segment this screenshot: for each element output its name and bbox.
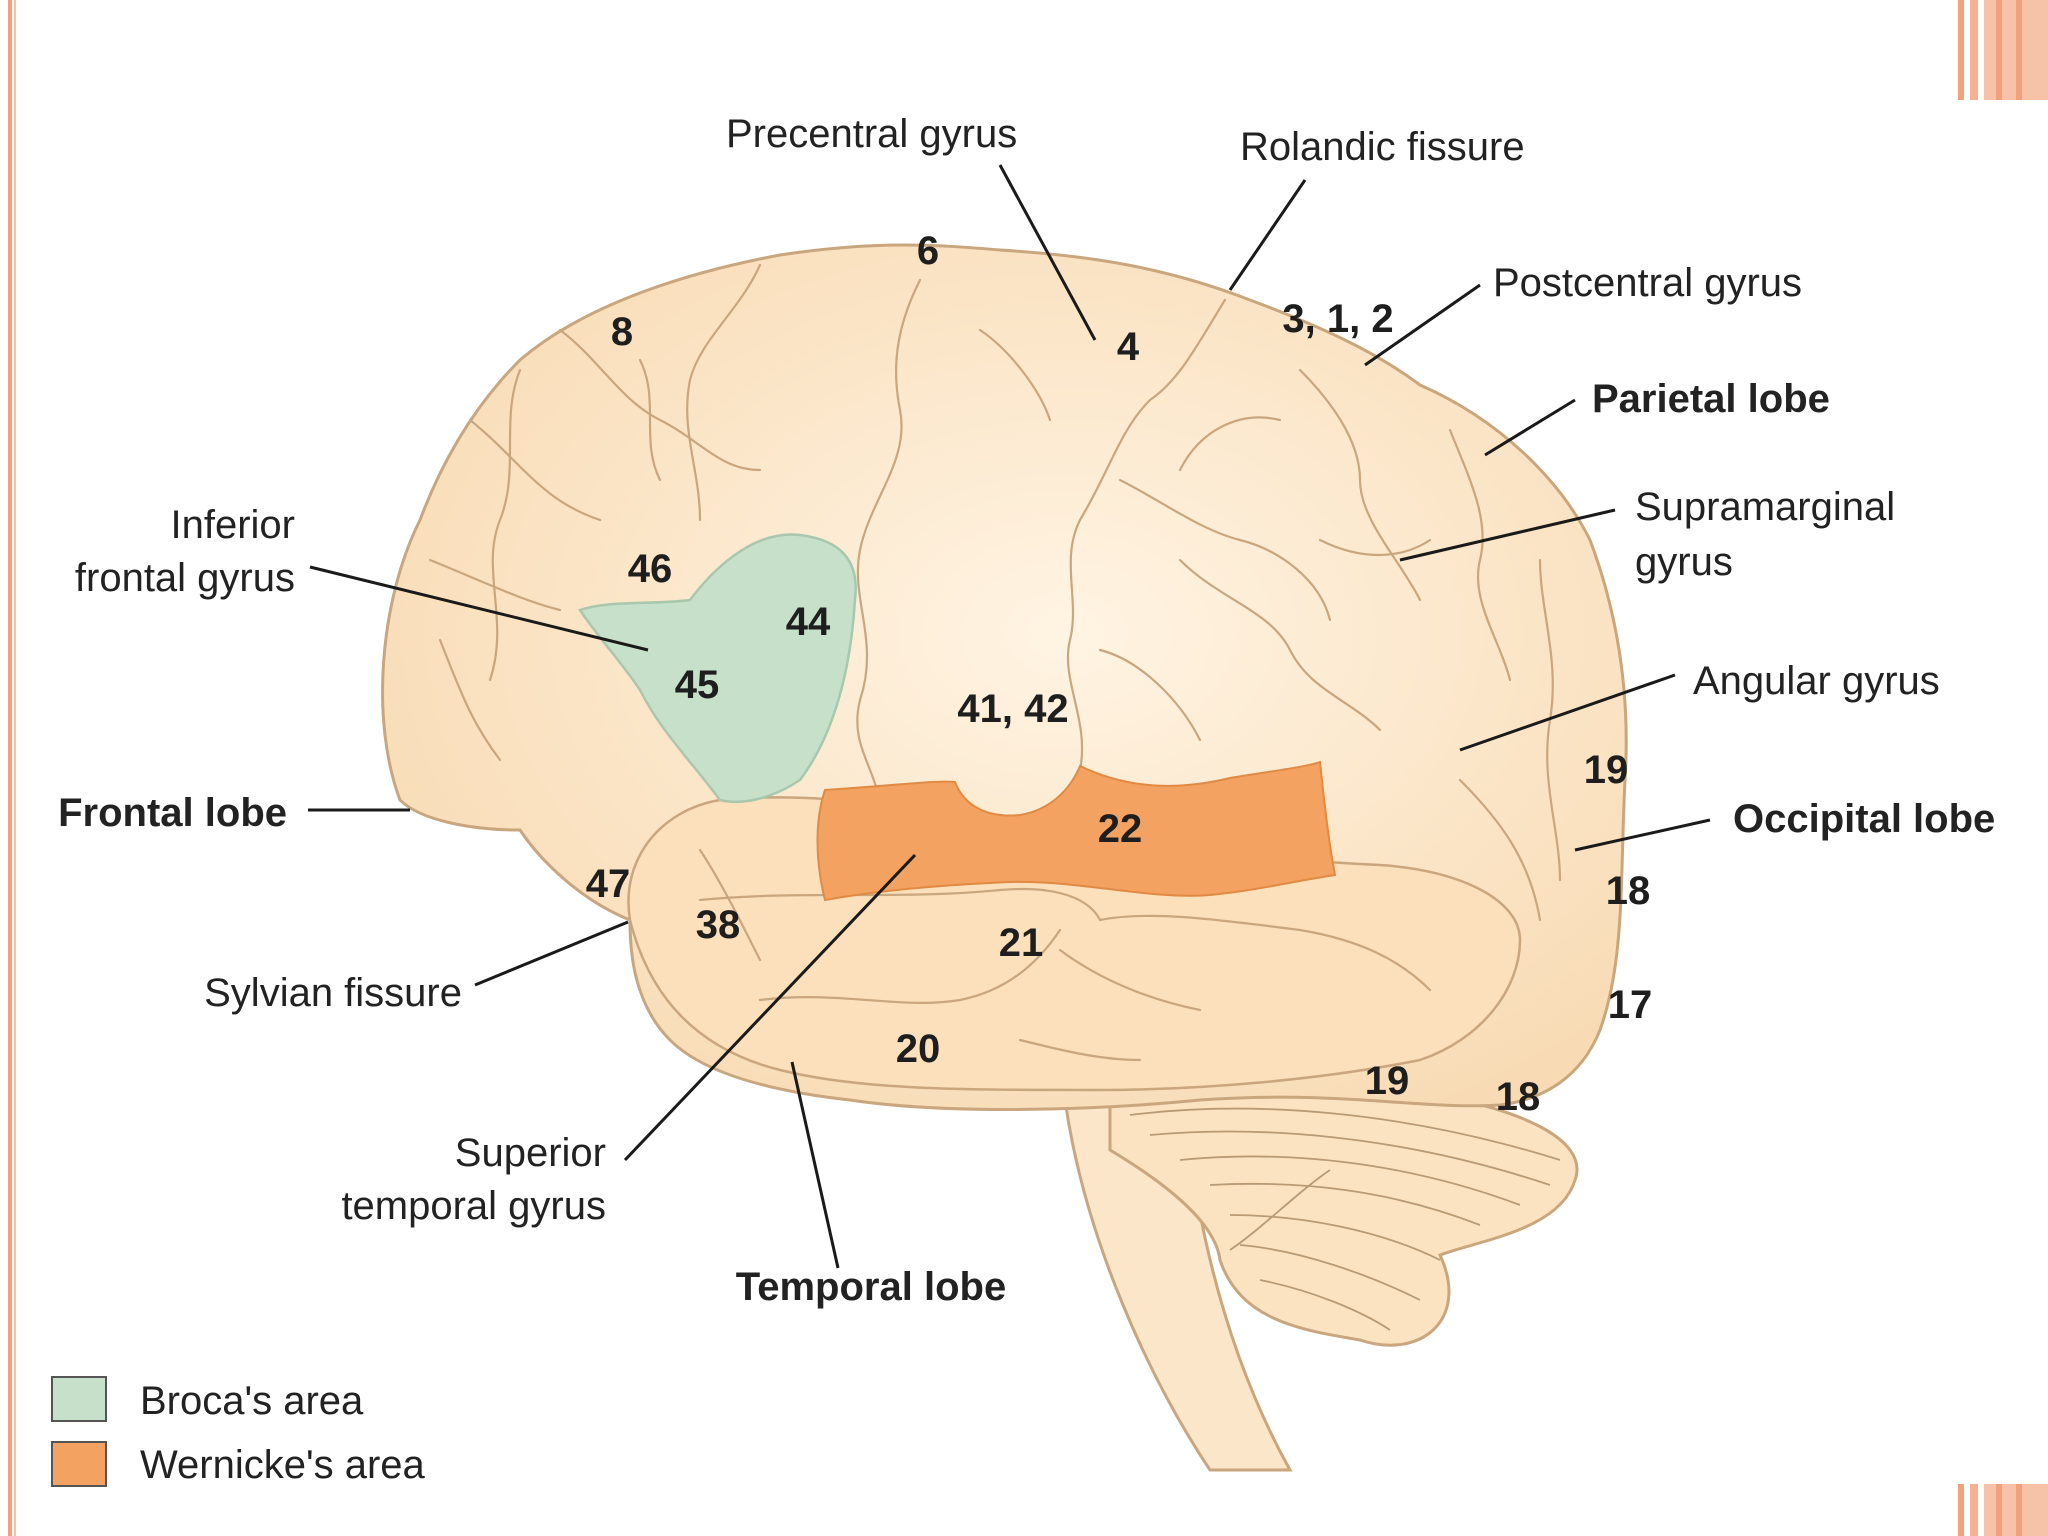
area-21: 21 [999,921,1044,965]
brain-stem [1063,1098,1293,1472]
label-inferior-frontal-gyrus-line2: frontal gyrus [75,556,295,600]
area-18-occipital: 18 [1606,869,1651,913]
label-inferior-frontal-gyrus-line1: Inferior [171,503,296,547]
area-19-inferior: 19 [1365,1059,1410,1103]
area-19-occipital: 19 [1584,748,1629,792]
label-precentral-gyrus: Precentral gyrus [726,112,1017,156]
label-temporal-lobe: Temporal lobe [736,1265,1006,1309]
label-superior-temporal-gyrus-line2: temporal gyrus [341,1184,606,1228]
area-17: 17 [1608,983,1653,1027]
leader-lines [308,164,1711,1269]
temporal-sulci [698,848,1432,1062]
label-parietal-lobe: Parietal lobe [1592,377,1830,421]
area-38: 38 [696,903,741,947]
slide-left-border [8,0,16,1536]
area-41-42: 41, 42 [957,687,1068,731]
slide-corner-decoration-bottom [1958,1484,2048,1536]
area-20: 20 [896,1027,941,1071]
label-supramarginal-gyrus-line2: gyrus [1635,540,1733,584]
legend: Broca's area Wernicke's area [51,1376,426,1487]
legend-label-wernicke: Wernicke's area [140,1443,426,1487]
area-6: 6 [917,229,939,273]
label-rolandic-fissure: Rolandic fissure [1240,125,1525,169]
area-8: 8 [611,310,633,354]
area-45: 45 [675,663,720,707]
legend-swatch-wernicke [51,1441,107,1487]
brodmann-area-numbers: 6 8 4 3, 1, 2 46 44 45 41, 42 22 47 38 2… [586,229,1653,1119]
area-18-inferior: 18 [1496,1075,1541,1119]
label-superior-temporal-gyrus-line1: Superior [455,1131,606,1175]
label-angular-gyrus: Angular gyrus [1693,659,1940,703]
label-frontal-lobe: Frontal lobe [58,791,287,835]
wernicks-area [816,760,1337,902]
label-supramarginal-gyrus-line1: Supramarginal [1635,485,1895,529]
legend-swatch-broca [51,1376,107,1422]
slide-corner-decoration-top [1958,0,2048,100]
structure-labels: Precentral gyrus Rolandic fissure Postce… [58,112,1995,1309]
brocas-area [578,533,857,804]
area-47: 47 [586,862,631,906]
label-postcentral-gyrus: Postcentral gyrus [1493,261,1802,305]
area-3-1-2: 3, 1, 2 [1282,297,1393,341]
legend-label-broca: Broca's area [140,1379,364,1423]
label-sylvian-fissure: Sylvian fissure [204,971,462,1015]
area-4: 4 [1117,325,1140,369]
area-22: 22 [1098,807,1143,851]
label-occipital-lobe: Occipital lobe [1733,797,1995,841]
area-46: 46 [628,547,673,591]
cerebellum [1108,1071,1579,1347]
area-44: 44 [786,600,831,644]
